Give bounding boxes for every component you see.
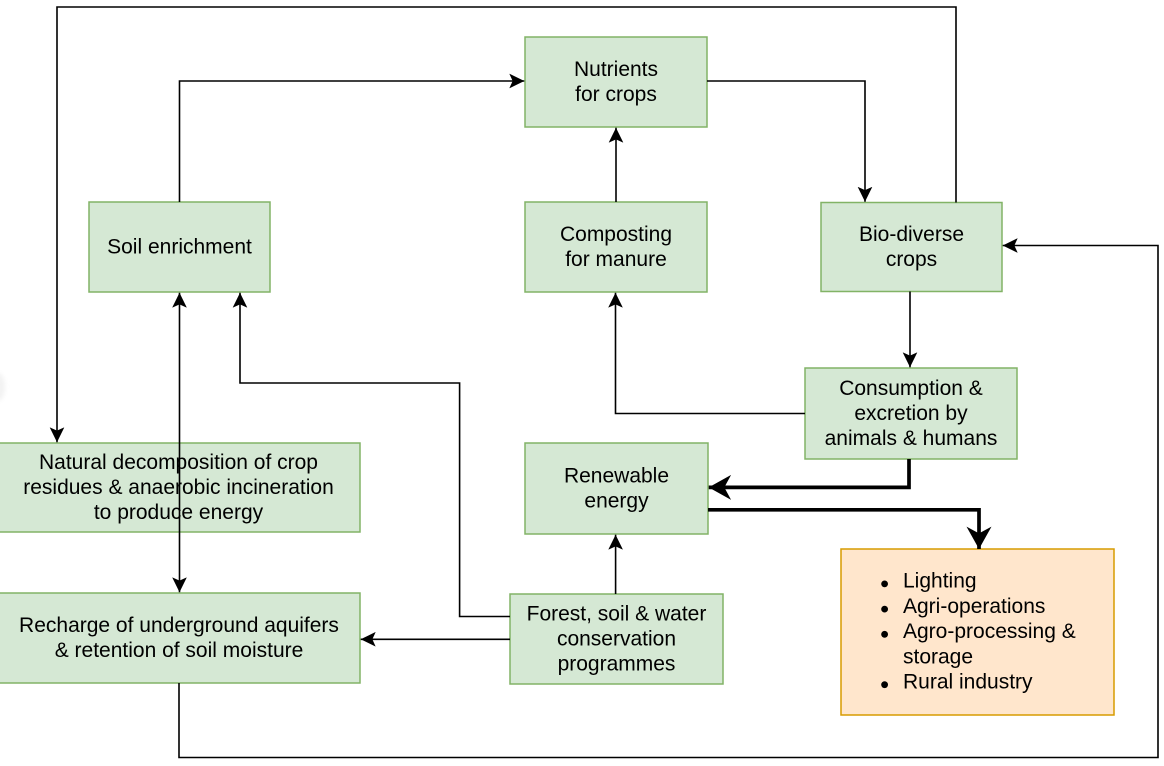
svg-text:Recharge of underground aquife: Recharge of underground aquifers (19, 614, 339, 637)
svg-text:Bio-diverse: Bio-diverse (859, 223, 964, 246)
svg-text:for crops: for crops (575, 83, 657, 106)
svg-text:Composting: Composting (560, 223, 672, 246)
svg-text:storage: storage (903, 645, 973, 668)
svg-text:Forest, soil & water: Forest, soil & water (527, 602, 707, 625)
svg-text:Natural decomposition of crop: Natural decomposition of crop (39, 451, 318, 474)
svg-text:Rural industry: Rural industry (903, 671, 1033, 694)
svg-text:Lighting: Lighting (903, 570, 977, 593)
svg-text:Agro-processing &: Agro-processing & (903, 620, 1076, 643)
svg-text:Consumption &: Consumption & (839, 377, 983, 400)
svg-text:for manure: for manure (565, 248, 667, 271)
svg-text:animals & humans: animals & humans (825, 427, 998, 450)
svg-text:energy: energy (584, 490, 649, 513)
svg-text:Agri-operations: Agri-operations (903, 595, 1045, 618)
svg-text:residues & anaerobic incinerat: residues & anaerobic incineration (23, 476, 334, 499)
svg-text:Nutrients: Nutrients (574, 58, 658, 81)
svg-text:Renewable: Renewable (564, 464, 669, 487)
svg-text:to produce energy: to produce energy (94, 501, 264, 524)
svg-text:excretion by: excretion by (854, 402, 968, 425)
svg-text:Soil enrichment: Soil enrichment (107, 236, 252, 259)
svg-text:crops: crops (886, 248, 937, 271)
svg-text:programmes: programmes (558, 653, 676, 676)
svg-text:& retention of soil moisture: & retention of soil moisture (55, 639, 304, 662)
svg-text:conservation: conservation (557, 628, 676, 651)
